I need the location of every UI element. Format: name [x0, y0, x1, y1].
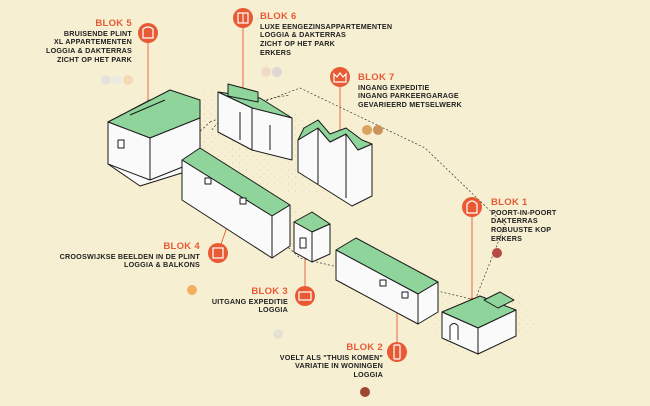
material-swatch — [273, 329, 283, 339]
feature-line: BRUISENDE PLINT — [63, 28, 132, 38]
blok-title: BLOK 2 — [346, 342, 383, 353]
feature-line: VARIATIE IN WONINGEN — [295, 361, 383, 371]
swatches-blok-7 — [362, 125, 383, 135]
label-blok-7: BLOK 7 INGANG EXPEDITIE INGANG PARKEERGA… — [358, 72, 462, 110]
blok-title: BLOK 6 — [260, 11, 297, 22]
swatches-blok-1 — [492, 248, 502, 258]
blok-title: BLOK 7 — [358, 72, 395, 83]
blok-title: BLOK 5 — [95, 18, 132, 29]
swatches-blok-4 — [187, 285, 197, 295]
label-blok-6: BLOK 6 LUXE EENGEZINSAPPARTEMENTEN LOGGI… — [260, 11, 392, 58]
swatches-blok-2 — [360, 387, 370, 397]
feature-line: ROBUUSTE KOP — [491, 225, 552, 235]
material-swatch — [362, 125, 372, 135]
feature-line: CROOSWIJKSE BEELDEN IN DE PLINT — [59, 251, 200, 261]
sawtooth-roof-icon — [330, 67, 350, 87]
building-blok-6 — [217, 83, 293, 161]
building-blok-3 — [293, 211, 331, 263]
swatches-blok-5 — [101, 75, 133, 85]
feature-line: GEVARIEERD METSELWERK — [358, 100, 462, 110]
building-blok-7 — [297, 119, 373, 207]
material-swatch — [187, 285, 197, 295]
label-blok-5: BLOK 5 BRUISENDE PLINT XL APPARTEMENTEN … — [20, 18, 132, 65]
leaf-window-icon — [138, 23, 158, 43]
feature-line: INGANG EXPEDITIE — [358, 82, 430, 92]
wide-door-icon — [295, 286, 315, 306]
swatches-blok-6 — [261, 67, 282, 77]
label-blok-4: BLOK 4 CROOSWIJKSE BEELDEN IN DE PLINT L… — [40, 241, 200, 270]
label-blok-3: BLOK 3 UITGANG EXPEDITIE LOGGIA — [190, 286, 288, 315]
building-blok-5 — [107, 89, 201, 187]
feature-line: ERKERS — [491, 233, 523, 243]
feature-line: ZICHT OP HET PARK — [56, 54, 132, 64]
feature-line: LOGGIA & DAKTERRAS — [46, 46, 132, 56]
feature-line: LOGGIA & BALKONS — [123, 260, 200, 270]
feature-line: LOGGIA — [353, 370, 383, 380]
feature-line: UITGANG EXPEDITIE — [211, 296, 288, 306]
feature-line: XL APPARTEMENTEN — [53, 37, 132, 47]
square-window-icon — [208, 243, 228, 263]
material-swatch — [112, 75, 122, 85]
feature-line: INGANG PARKEERGARAGE — [358, 91, 459, 101]
swatches-blok-3 — [273, 329, 283, 339]
arch-gate-icon — [462, 197, 482, 217]
material-swatch — [272, 67, 282, 77]
material-swatch — [123, 75, 133, 85]
tall-door-icon — [387, 342, 407, 362]
building-blok-1 — [441, 291, 517, 355]
feature-line: LUXE EENGEZINSAPPARTEMENTEN — [260, 21, 393, 31]
material-swatch — [261, 67, 271, 77]
label-blok-2: BLOK 2 VOELT ALS "THUIS KOMEN" VARIATIE … — [245, 342, 383, 380]
blok-title: BLOK 1 — [491, 197, 528, 208]
blok-title: BLOK 4 — [163, 241, 200, 252]
feature-line: DAKTERRAS — [491, 216, 538, 226]
feature-line: POORT-IN-POORT — [491, 207, 557, 217]
feature-line: ZICHT OP HET PARK — [260, 39, 336, 49]
feature-line: VOELT ALS "THUIS KOMEN" — [279, 352, 383, 362]
building-blok-4 — [181, 147, 291, 259]
bay-window-icon — [233, 8, 253, 28]
label-blok-1: BLOK 1 POORT-IN-POORT DAKTERRAS ROBUUSTE… — [491, 197, 557, 244]
material-swatch — [373, 125, 383, 135]
material-swatch — [101, 75, 111, 85]
blok-title: BLOK 3 — [251, 286, 288, 297]
building-blok-2 — [335, 237, 439, 325]
material-swatch — [360, 387, 370, 397]
feature-line: LOGGIA — [258, 305, 288, 315]
feature-line: LOGGIA & DAKTERRAS — [260, 30, 346, 40]
material-swatch — [492, 248, 502, 258]
feature-line: ERKERS — [260, 47, 292, 57]
